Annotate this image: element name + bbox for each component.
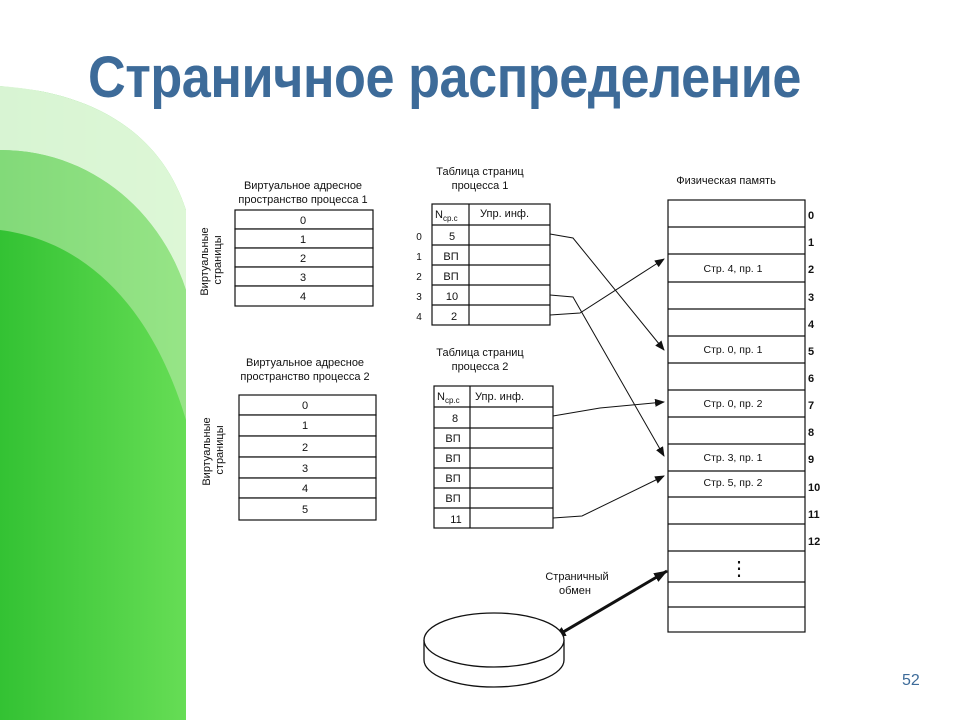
frame-content: Стр. 4, пр. 1 — [704, 263, 763, 275]
vas2-page-label: 3 — [302, 463, 308, 475]
mid-green-band — [0, 150, 186, 420]
mapping-arrows — [549, 233, 665, 519]
pt1-row-index: 3 — [416, 292, 422, 303]
pt1-row-index: 0 — [416, 232, 422, 243]
vas2-page-label: 0 — [302, 400, 308, 412]
frame-number: 3 — [808, 292, 814, 304]
pt2-header-n-sub: ср.с — [445, 396, 460, 405]
frame-number: 0 — [808, 210, 814, 222]
slide-title: Страничное распределение — [88, 45, 801, 110]
vas2-caption-line2: пространство процесса 2 — [240, 371, 369, 383]
frame-number: 12 — [808, 536, 820, 548]
vas2-side-label: Виртуальные страницы — [201, 414, 226, 485]
swap-label-line2: обмен — [559, 585, 591, 597]
pt1-caption-line2: процесса 1 — [452, 180, 509, 192]
pt1-header-info: Упр. инф. — [480, 208, 529, 220]
vas2-page-label: 4 — [302, 483, 308, 495]
pt2-outline — [433, 385, 554, 529]
light-green-curve — [0, 0, 186, 210]
frame-number: 8 — [808, 427, 814, 439]
arrow-pt1-row4-to-frame2 — [549, 258, 665, 316]
pt1-caption-line1: Таблица страниц — [436, 166, 524, 178]
pt1-entry: 5 — [449, 231, 455, 243]
vas1-pages: 0 1 2 3 4 — [234, 209, 374, 307]
vas1-caption-line1: Виртуальное адресное — [244, 180, 362, 192]
pt1-table: Nср.с Упр. инф. 0 1 2 3 4 5 ВП ВП 10 2 — [416, 203, 551, 326]
frame-number: 2 — [808, 264, 814, 276]
vas1-side-label-line2: страницы — [212, 235, 224, 284]
swap-label-line1: Страничный — [545, 571, 608, 583]
pt1-header-n-sub: ср.с — [443, 214, 458, 223]
disk-icon — [423, 612, 565, 688]
pt1-row-index: 4 — [416, 312, 422, 323]
pt2-header-info: Упр. инф. — [475, 391, 524, 403]
vas1-page-cell — [234, 285, 374, 307]
vas1-side-label: Виртуальные страницы — [199, 224, 224, 295]
vas1-caption-line2: пространство процесса 1 — [238, 194, 367, 206]
pt1-entry: 2 — [451, 311, 457, 323]
vas2-caption-line1: Виртуальное адресное — [246, 357, 364, 369]
pt2-entry: ВП — [445, 493, 460, 505]
frame-number: 1 — [808, 237, 814, 249]
physmem-ellipsis: ⋮ — [729, 558, 749, 580]
frame-content: Стр. 0, пр. 2 — [704, 398, 763, 410]
frame-content: Стр. 3, пр. 1 — [704, 452, 763, 464]
pt2-entry: ВП — [445, 473, 460, 485]
vas1-page-label: 0 — [300, 215, 306, 227]
frame-number: 7 — [808, 400, 814, 412]
vas2-pages: 0 1 2 3 4 5 — [238, 394, 377, 521]
frame-number: 9 — [808, 454, 814, 466]
frame-number: 11 — [808, 509, 820, 521]
pt2-caption-line2: процесса 2 — [452, 361, 509, 373]
frame-content: Стр. 5, пр. 2 — [704, 477, 763, 489]
vas1-side-label-line1: Виртуальные — [199, 227, 211, 295]
frame-number: 10 — [808, 482, 820, 494]
pt2-table: Nср.с Упр. инф. 8 ВП ВП ВП ВП 11 — [433, 385, 554, 529]
arrow-pt2-row5-to-frame10 — [552, 475, 665, 519]
vas1-page-label: 3 — [300, 272, 306, 284]
frame-content: Стр. 0, пр. 1 — [704, 344, 763, 356]
frame-number: 6 — [808, 373, 814, 385]
pt2-entry: 11 — [450, 514, 461, 526]
frame-number: 4 — [808, 319, 815, 331]
pt1-header-n: Nср.с — [435, 209, 458, 223]
slide-number: 52 — [902, 672, 920, 689]
vas2-side-label-line1: Виртуальные — [201, 417, 213, 485]
pt2-entry: ВП — [445, 453, 460, 465]
pt1-row-index: 1 — [416, 252, 422, 263]
pt1-entry: ВП — [443, 251, 458, 263]
pt2-entry: ВП — [445, 433, 460, 445]
vas1-page-label: 4 — [300, 291, 306, 303]
vas2-page-label: 5 — [302, 504, 308, 516]
frame-number: 5 — [808, 346, 814, 358]
swap-double-arrow — [552, 569, 668, 640]
vas2-page-label: 1 — [302, 420, 308, 432]
physmem-caption: Физическая память — [676, 175, 776, 187]
pt2-entry: 8 — [452, 413, 458, 425]
vas2-page-label: 2 — [302, 442, 308, 454]
vas2-page-cell — [238, 497, 377, 521]
arrow-pt1-row3-to-frame9 — [549, 294, 665, 457]
pt1-entry: 10 — [446, 291, 458, 303]
physmem-outline — [667, 199, 806, 633]
arrow-pt1-row0-to-frame5 — [549, 233, 665, 351]
pt1-entry: ВП — [443, 271, 458, 283]
pt2-caption-line1: Таблица страниц — [436, 347, 524, 359]
light-green-band — [0, 86, 186, 290]
pt1-row-index: 2 — [416, 272, 422, 283]
vas1-page-label: 2 — [300, 253, 306, 265]
physmem-frames: Стр. 4, пр. 1 Стр. 0, пр. 1 Стр. 0, пр. … — [667, 199, 820, 633]
pt2-header-n: Nср.с — [437, 391, 460, 405]
arrow-pt2-row0-to-frame7 — [552, 398, 665, 417]
vas2-side-label-line2: страницы — [214, 425, 226, 474]
vas1-page-label: 1 — [300, 234, 306, 246]
